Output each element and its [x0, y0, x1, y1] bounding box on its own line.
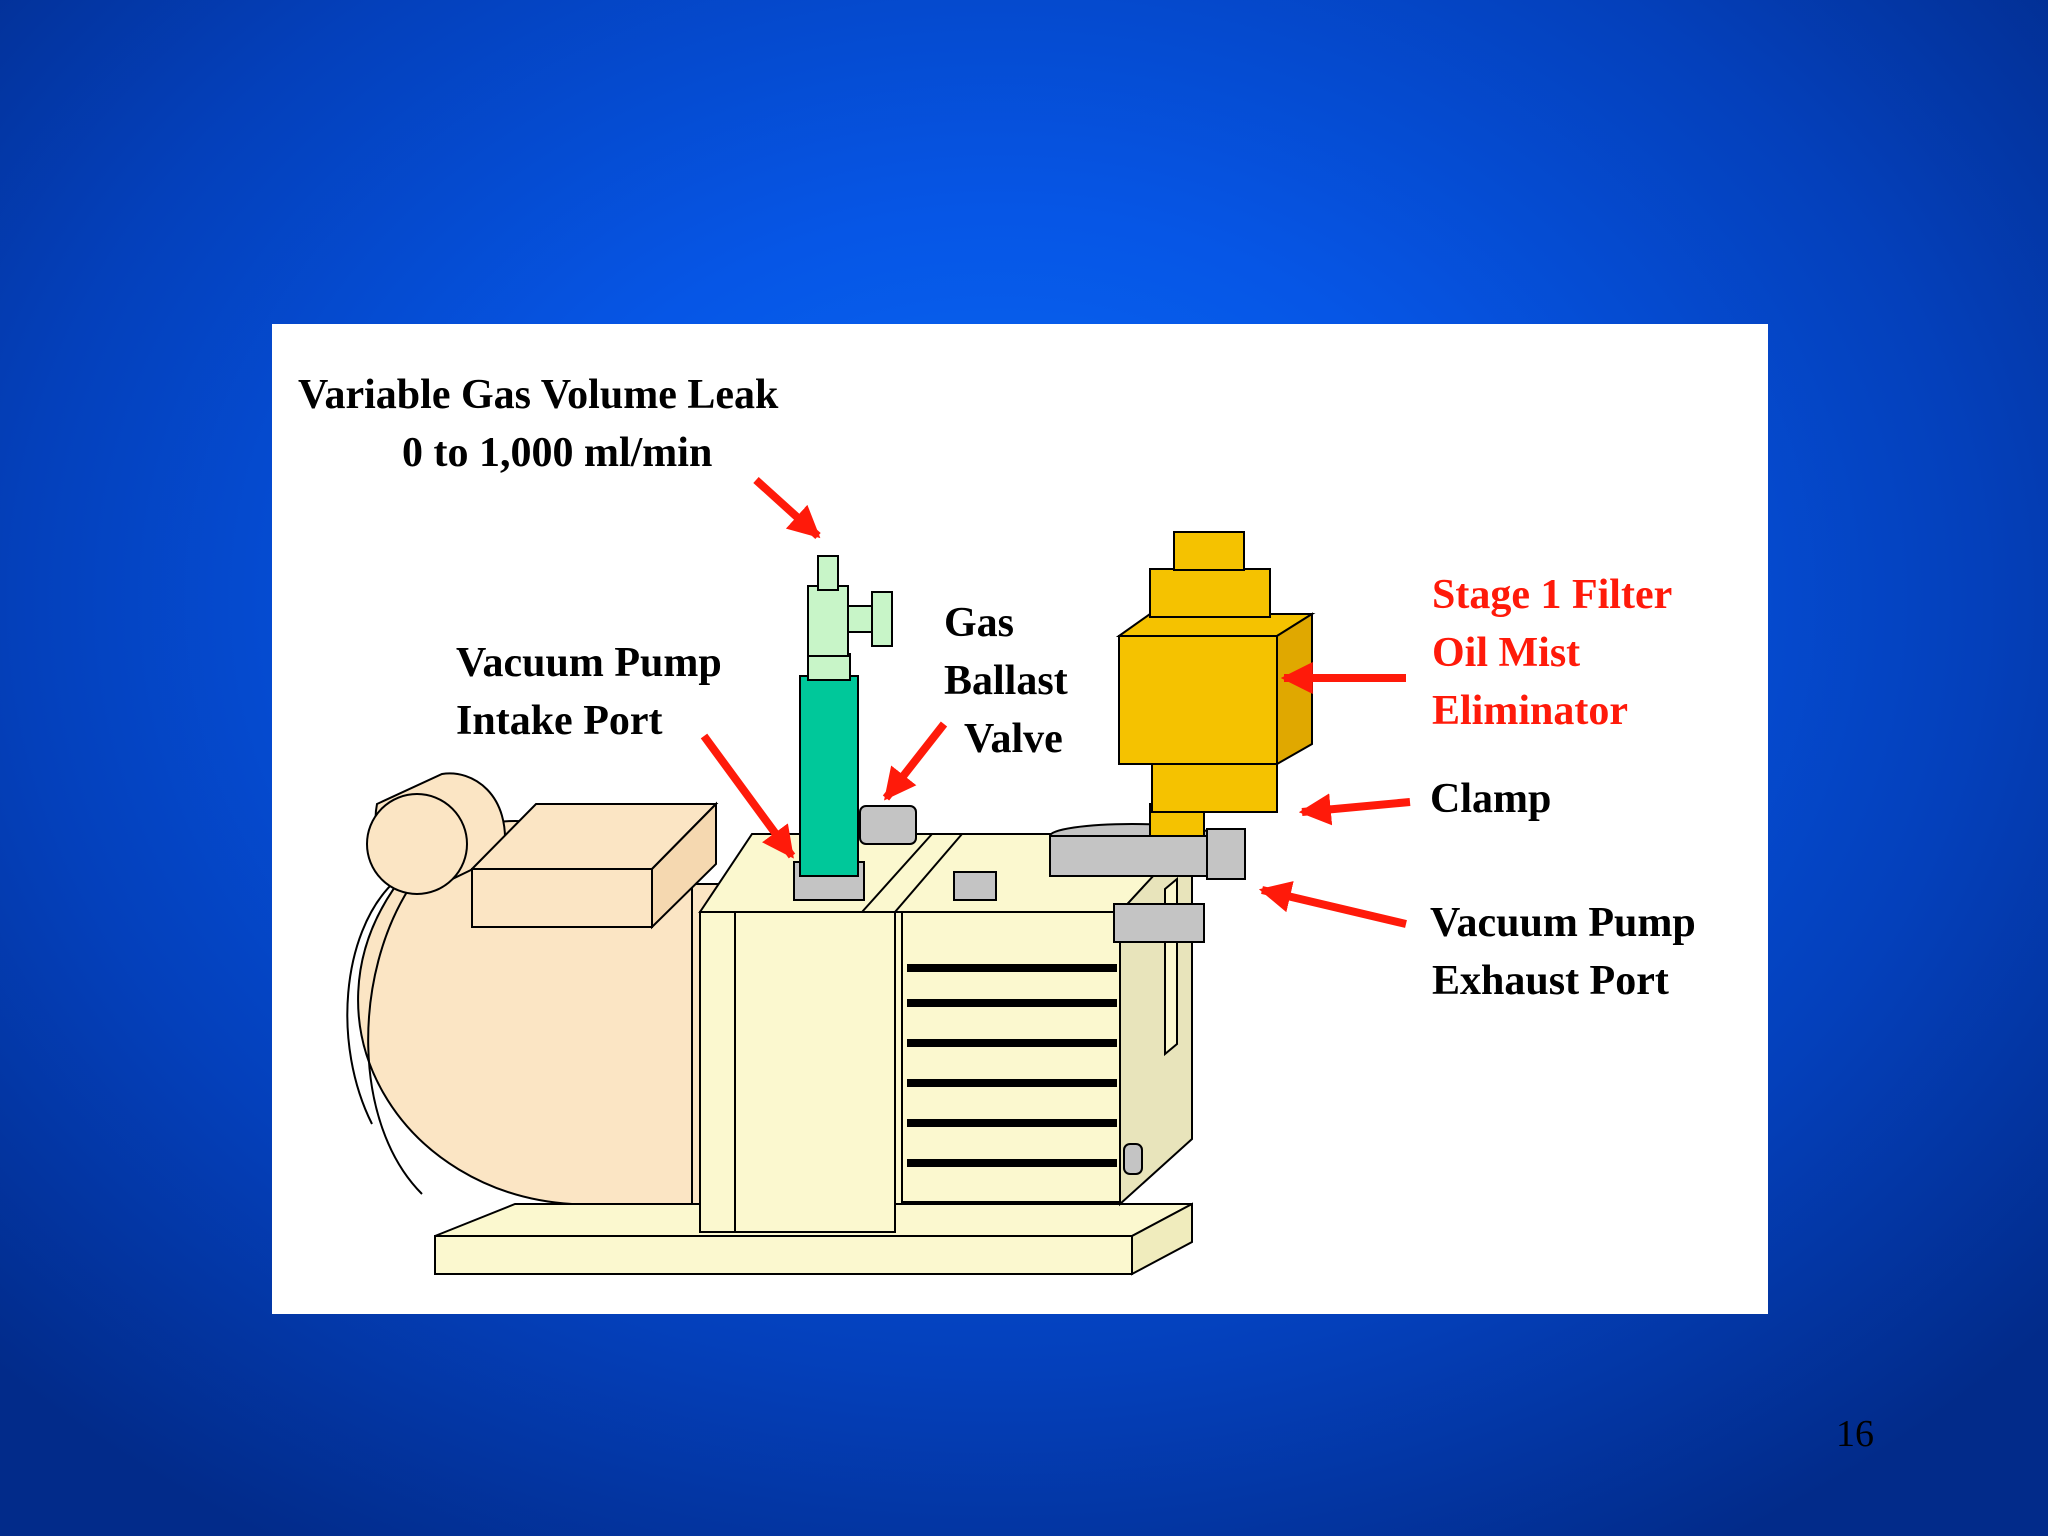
arrow-gas-leak: [753, 477, 821, 539]
filter-label-line3: Eliminator: [1432, 688, 1628, 734]
clamp-label: Clamp: [1430, 776, 1552, 822]
filter-label-line2: Oil Mist: [1432, 630, 1581, 676]
base-plate: [434, 1202, 1193, 1276]
intake-label-line2: Intake Port: [456, 698, 663, 744]
filter-label-line1: Stage 1 Filter: [1432, 572, 1673, 618]
arrow-clamp: [1298, 793, 1411, 826]
callout-arrows: [700, 477, 1411, 928]
arrow-exhaust-port: [1258, 881, 1407, 928]
gas-leak-label-line2: 0 to 1,000 ml/min: [402, 430, 713, 476]
exhaust-label-line2: Exhaust Port: [1432, 958, 1669, 1004]
gas-leak-label-line1: Variable Gas Volume Leak: [298, 372, 779, 418]
intake-port-assembly: [793, 555, 893, 901]
arrow-intake-port: [700, 733, 796, 859]
ballast-label-line2: Ballast: [944, 658, 1068, 704]
vacuum-pump-diagram: Variable Gas Volume Leak 0 to 1,000 ml/m…: [272, 324, 1768, 1314]
pump-illustration: [346, 477, 1411, 1276]
intake-label-line1: Vacuum Pump: [456, 640, 722, 686]
arrow-ballast-valve: [882, 721, 948, 801]
gas-ballast-valve: [859, 805, 917, 845]
page-number: 16: [1836, 1413, 1874, 1455]
exhaust-label-line1: Vacuum Pump: [1430, 900, 1696, 946]
pump-body: [698, 831, 1195, 1233]
terminal-box: [469, 801, 719, 930]
ballast-label-line3: Valve: [964, 716, 1063, 762]
ballast-label-line1: Gas: [944, 600, 1015, 646]
oil-mist-filter: [1049, 531, 1316, 943]
